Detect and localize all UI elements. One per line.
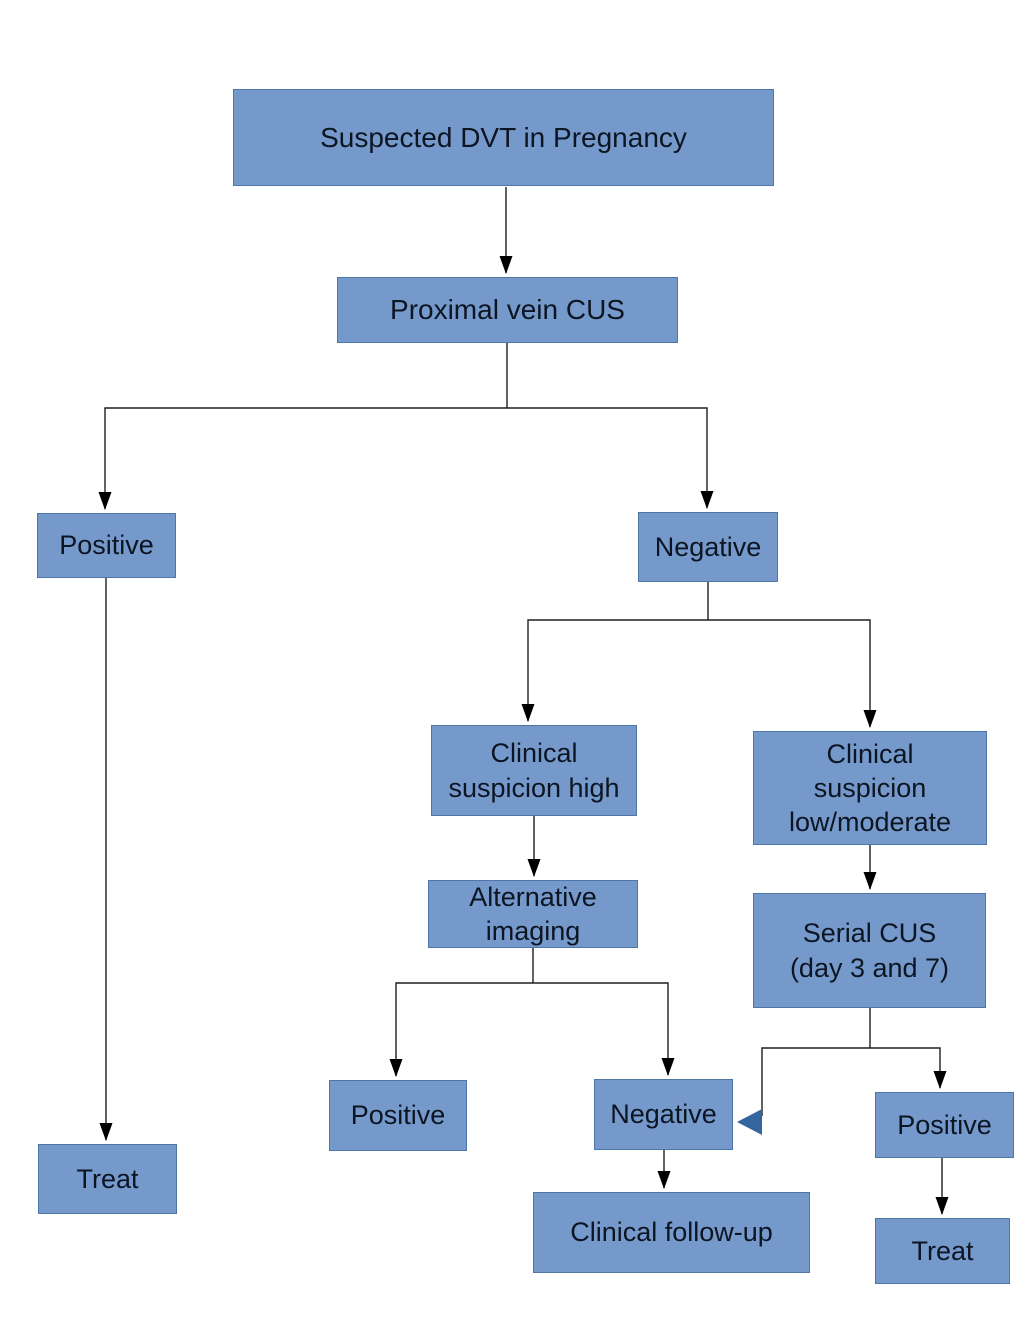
node-alt-imaging-negative: Negative	[594, 1079, 733, 1150]
edge-alt-imaging-to-positive	[389, 982, 533, 1077]
node-clinical-suspicion-low-moderate: Clinical suspicion low/moderate	[753, 731, 987, 845]
node-suspected-dvt-in-pregnancy: Suspected DVT in Pregnancy	[233, 89, 774, 186]
edge-alt-imaging-to-negative	[533, 982, 675, 1076]
node-cus-negative: Negative	[638, 512, 778, 582]
node-clinical-suspicion-high: Clinical suspicion high	[431, 725, 637, 816]
node-alternative-imaging: Alternative imaging	[428, 880, 638, 948]
node-serial-cus-positive: Positive	[875, 1092, 1014, 1158]
edge-negative-to-clin-high	[521, 619, 708, 722]
edge-serial-cus-to-positive	[870, 1047, 947, 1089]
node-serial-cus-day-3-and-7: Serial CUS (day 3 and 7)	[753, 893, 986, 1008]
node-proximal-vein-cus: Proximal vein CUS	[337, 277, 678, 343]
edge-proximal-to-negative	[507, 407, 714, 509]
edge-serial-cus-to-negative	[761, 1047, 870, 1116]
node-cus-positive: Positive	[37, 513, 176, 578]
node-clinical-follow-up: Clinical follow-up	[533, 1192, 810, 1273]
edge-proximal-to-positive	[98, 407, 507, 510]
loop-arrowhead-icon	[737, 1109, 762, 1135]
node-alt-imaging-positive: Positive	[329, 1080, 467, 1151]
node-treat-right: Treat	[875, 1218, 1010, 1284]
node-treat-left: Treat	[38, 1144, 177, 1214]
edge-negative-to-clin-low	[708, 619, 877, 728]
